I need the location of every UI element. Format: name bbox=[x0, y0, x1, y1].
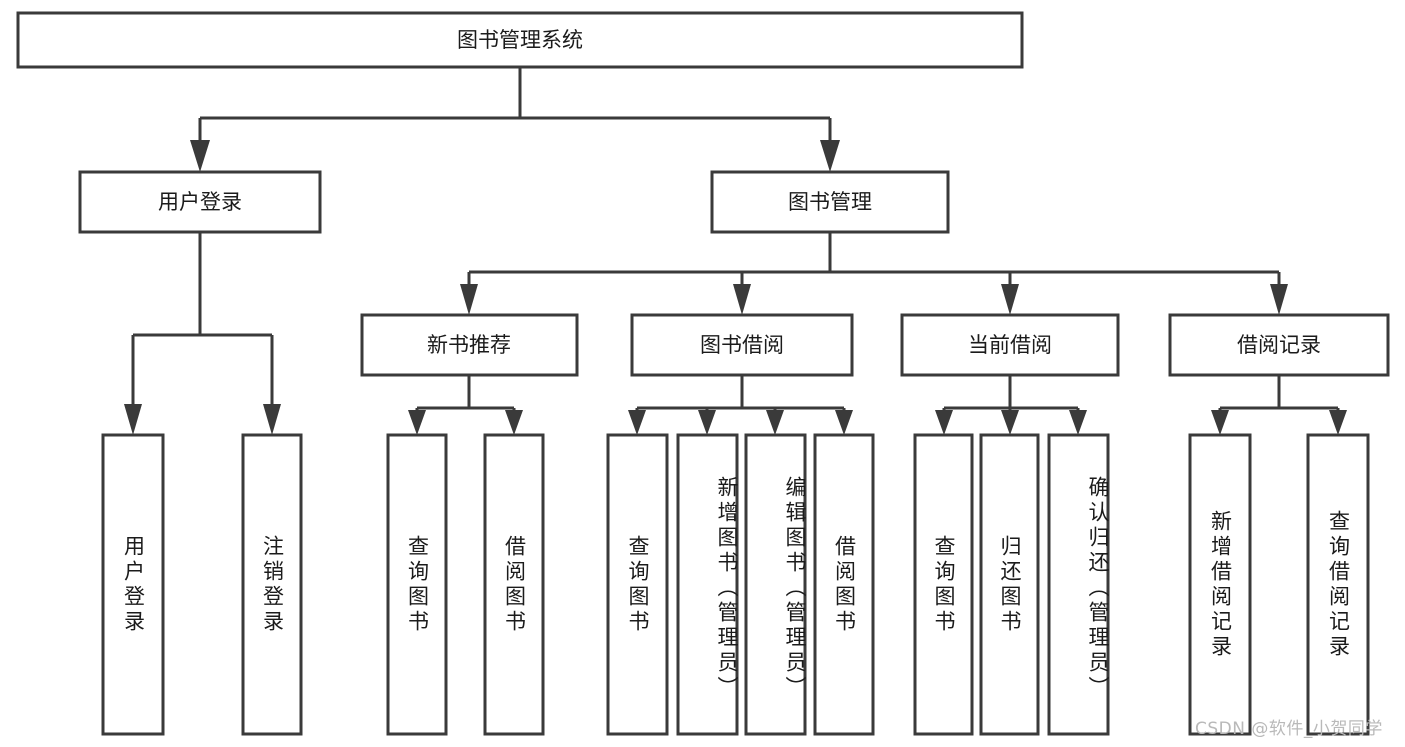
arrow-head-leaf-query-book-current bbox=[935, 410, 953, 435]
node-label-book-management: 图书管理 bbox=[788, 190, 872, 214]
nodes-layer: 图书管理系统 用户登录 图书管理 新书推荐 图书借阅 当前借阅 借阅记录 bbox=[16, 11, 1390, 736]
node-box-book-management[interactable] bbox=[710, 170, 950, 234]
node-box-leaf-logout[interactable] bbox=[241, 433, 303, 736]
arrow-head-new-book-recommend bbox=[460, 284, 478, 315]
node-box-leaf-borrow-book-recommend[interactable] bbox=[483, 433, 545, 736]
arrow-head-leaf-borrow-book bbox=[835, 410, 853, 435]
arrow-head-leaf-add-borrow-record bbox=[1211, 410, 1229, 435]
node-label-user-login: 用户登录 bbox=[158, 190, 242, 214]
node-box-leaf-query-book-current[interactable] bbox=[913, 433, 974, 736]
node-label-book-borrow: 图书借阅 bbox=[700, 333, 784, 357]
arrow-head-leaf-query-book-borrow bbox=[628, 410, 646, 435]
node-box-borrow-records[interactable] bbox=[1168, 313, 1390, 377]
arrow-head-borrow-records bbox=[1270, 284, 1288, 315]
node-box-new-book-recommend[interactable] bbox=[360, 313, 579, 377]
node-box-leaf-user-login[interactable] bbox=[101, 433, 165, 736]
arrow-head-book-borrow bbox=[733, 284, 751, 315]
node-box-current-borrow[interactable] bbox=[900, 313, 1120, 377]
arrow-head-book-management bbox=[820, 140, 840, 172]
arrow-head-user-login bbox=[190, 140, 210, 172]
node-label-new-book-recommend: 新书推荐 bbox=[427, 333, 511, 357]
arrow-head-leaf-borrow-book-recommend bbox=[505, 410, 523, 435]
node-box-leaf-add-book-admin[interactable] bbox=[676, 433, 739, 736]
node-box-leaf-confirm-return-admin[interactable] bbox=[1047, 433, 1110, 736]
node-box-leaf-borrow-book[interactable] bbox=[813, 433, 875, 736]
node-label-current-borrow: 当前借阅 bbox=[968, 333, 1052, 357]
csdn-watermark: CSDN @软件_小贺同学 bbox=[1195, 719, 1383, 739]
node-box-leaf-query-book-borrow[interactable] bbox=[606, 433, 669, 736]
node-box-root[interactable] bbox=[16, 11, 1024, 69]
arrow-head-leaf-return-book bbox=[1001, 410, 1019, 435]
node-box-leaf-add-borrow-record[interactable] bbox=[1188, 433, 1252, 736]
arrow-head-leaf-confirm-return-admin bbox=[1069, 410, 1087, 435]
node-box-book-borrow[interactable] bbox=[630, 313, 854, 377]
node-box-leaf-edit-book-admin[interactable] bbox=[744, 433, 807, 736]
arrow-head-leaf-query-borrow-record bbox=[1329, 410, 1347, 435]
connectors-layer bbox=[124, 67, 1347, 435]
node-box-user-login[interactable] bbox=[78, 170, 322, 234]
arrow-head-current-borrow bbox=[1001, 284, 1019, 315]
arrow-head-leaf-logout bbox=[263, 404, 281, 435]
arrow-head-leaf-query-book-recommend bbox=[408, 410, 426, 435]
node-box-leaf-query-borrow-record[interactable] bbox=[1306, 433, 1370, 736]
node-box-leaf-return-book[interactable] bbox=[979, 433, 1040, 736]
node-box-leaf-query-book-recommend[interactable] bbox=[386, 433, 448, 736]
node-label-root: 图书管理系统 bbox=[457, 28, 583, 52]
arrow-head-leaf-edit-book-admin bbox=[766, 410, 784, 435]
arrow-head-leaf-user-login bbox=[124, 404, 142, 435]
arrow-head-leaf-add-book-admin bbox=[698, 410, 716, 435]
node-label-borrow-records: 借阅记录 bbox=[1237, 333, 1321, 357]
